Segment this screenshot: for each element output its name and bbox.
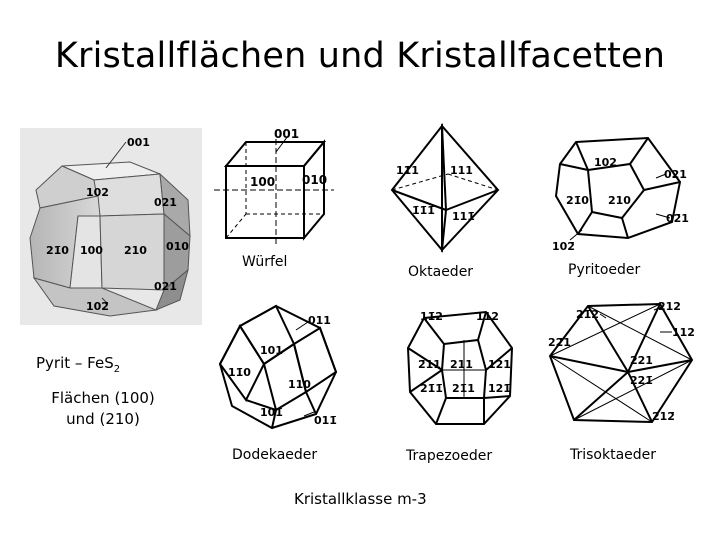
cube-drawing: 001 100 010 xyxy=(214,126,340,250)
dod-label-d: 110 xyxy=(288,378,311,391)
side-formula: Pyrit – FeS2 xyxy=(36,354,176,375)
tris-label-b: 212 xyxy=(658,300,681,313)
label-100: 100 xyxy=(80,244,103,257)
cube-label-010: 010 xyxy=(302,173,327,187)
label-001: 001 xyxy=(127,136,150,149)
dod-label-e: 101̄ xyxy=(260,406,283,419)
octahedron-drawing: 11̄1 111 1̄1̄1̄ 111̄ xyxy=(386,122,512,256)
label-010: 010 xyxy=(166,240,189,253)
oct-label-c: 1̄1̄1̄ xyxy=(412,204,435,217)
trisoctahedron-drawing: 21̄2 212 112 22̄1 221 221̄ 212̄ xyxy=(544,298,700,432)
label-102: 102 xyxy=(86,186,109,199)
dod-label-b: 101 xyxy=(260,344,283,357)
pyr-label-b: 021 xyxy=(664,168,687,181)
label-021b: 021 xyxy=(154,280,177,293)
side-faces-line1: Flächen (100) xyxy=(51,389,155,407)
dod-label-c: 11̄0 xyxy=(228,366,251,379)
caption-trisoktaeder: Trisoktaeder xyxy=(570,447,657,463)
tris-label-c: 112 xyxy=(672,326,695,339)
caption-wuerfel: Würfel xyxy=(242,254,288,270)
trap-label-c: 2̄11 xyxy=(418,358,441,371)
tris-label-f: 221̄ xyxy=(630,374,653,387)
trap-label-d: 211 xyxy=(450,358,473,371)
label-021: 021 xyxy=(154,196,177,209)
trap-label-e: 121 xyxy=(488,358,511,371)
side-formula-s: S xyxy=(104,354,114,372)
label-102-bar: 102̄ xyxy=(86,300,109,313)
trap-label-a: 11̄2 xyxy=(420,310,443,323)
dodecahedron-drawing: 011 101 11̄0 110 101̄ 011̄ xyxy=(216,300,348,434)
caption-dodekaeder: Dodekaeder xyxy=(232,447,318,463)
oct-label-d: 111̄ xyxy=(452,210,475,223)
dod-label-a: 011 xyxy=(308,314,331,327)
dod-label-f: 011̄ xyxy=(314,414,337,427)
trap-label-g: 21̄1 xyxy=(452,382,475,395)
trap-label-f: 21̄1̄ xyxy=(420,382,443,395)
tris-label-e: 221 xyxy=(630,354,653,367)
trap-label-h: 121̄ xyxy=(488,382,511,395)
label-210: 210 xyxy=(124,244,147,257)
trap-label-b: 112 xyxy=(476,310,499,323)
crystal-class-footer: Kristallklasse m-3 xyxy=(294,490,427,508)
pyr-label-d: 210 xyxy=(608,194,631,207)
caption-pyritoeder: Pyritoeder xyxy=(568,262,641,278)
side-formula-sub: 2 xyxy=(113,364,121,375)
pyritohedron-drawing: 102 021 21̄0 210 02̄1 102̄ xyxy=(548,134,698,256)
oct-label-b: 111 xyxy=(450,164,473,177)
pyr-label-a: 102 xyxy=(594,156,617,169)
tris-label-a: 21̄2 xyxy=(576,308,599,321)
cube-label-100: 100 xyxy=(250,175,275,189)
label-210-bar: 21̄0 xyxy=(46,244,69,257)
pyr-label-e: 02̄1 xyxy=(666,212,689,225)
caption-trapezoeder: Trapezoeder xyxy=(406,448,493,464)
oct-label-a: 11̄1 xyxy=(396,164,419,177)
caption-oktaeder: Oktaeder xyxy=(408,264,474,280)
side-formula-pre: Pyrit – Fe xyxy=(36,354,105,372)
side-faces-line2: und (210) xyxy=(66,410,140,428)
tris-label-g: 212̄ xyxy=(652,410,675,423)
pyrite-model-photo: 001 102 021 21̄0 100 210 010 021 102̄ xyxy=(20,128,202,325)
pyr-label-c: 21̄0 xyxy=(566,194,589,207)
pyr-label-f: 102̄ xyxy=(552,240,575,253)
cube-label-001: 001 xyxy=(274,127,299,141)
page-title: Kristallflächen und Kristallfacetten xyxy=(54,36,666,76)
trapezohedron-drawing: 11̄2 112 2̄11 211 121 21̄1̄ 21̄1 121̄ xyxy=(400,300,524,434)
tris-label-d: 22̄1 xyxy=(548,336,571,349)
